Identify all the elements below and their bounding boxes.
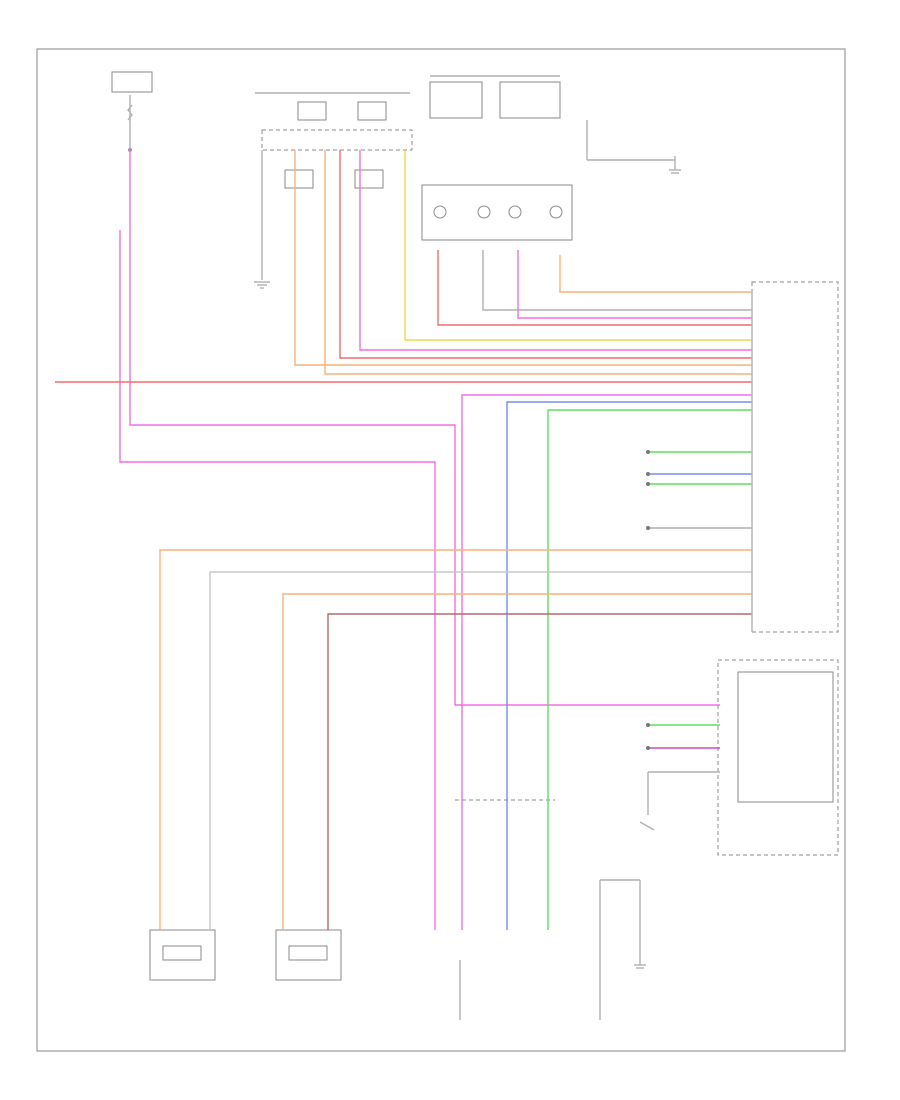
pin-dot-5 — [646, 723, 650, 727]
switch-contact-4 — [549, 205, 563, 219]
left-motor-inner — [162, 945, 202, 961]
wire-pink-source — [129, 150, 720, 706]
center-motor-box — [275, 929, 342, 981]
switch-contact-3 — [508, 205, 522, 219]
connector-block-1 — [297, 101, 327, 121]
center-motor-inner — [288, 945, 328, 961]
connector-block-2 — [357, 101, 387, 121]
wire-orange-motor-center — [282, 593, 752, 930]
switch-contact-2 — [477, 205, 491, 219]
pin-dot-2 — [646, 472, 650, 476]
main-module-box — [751, 281, 839, 633]
wire-pink-secondary — [119, 230, 436, 930]
power-source-group — [111, 71, 153, 152]
wire-orange-1 — [294, 150, 752, 366]
switch-arm — [639, 821, 655, 831]
pin-dot-3 — [646, 482, 650, 486]
pin-dot-6 — [646, 746, 650, 750]
wire-pink-4 — [461, 394, 752, 930]
wire-green-1 — [547, 409, 752, 930]
wire-grey-motor-left — [209, 571, 752, 930]
top-header-connectors — [254, 92, 413, 289]
wire-grey-1 — [482, 250, 752, 311]
seat-module-box — [717, 659, 839, 856]
pin-dot-1 — [646, 450, 650, 454]
wire-yellow-1 — [404, 150, 752, 341]
left-motor-box — [149, 929, 216, 981]
pin-dot-4 — [646, 526, 650, 530]
wire-red-3 — [339, 150, 752, 359]
seat-module-inner — [737, 671, 834, 803]
switch-block-b — [499, 81, 561, 119]
switch-contact-1 — [433, 205, 447, 219]
switch-block-a — [429, 81, 483, 119]
wire-orange-2 — [559, 255, 752, 293]
diagram-frame — [36, 48, 846, 1052]
connector-block-4 — [354, 169, 384, 189]
connector-dashed-1 — [261, 129, 413, 151]
wire-pink-2 — [517, 250, 752, 319]
fuse-symbol — [127, 104, 133, 121]
pin-dots — [646, 450, 650, 750]
connector-block-3 — [284, 169, 314, 189]
wire-brown-motor-center — [327, 613, 752, 930]
wire-red-2 — [437, 250, 752, 326]
seat-switch-box — [421, 184, 573, 241]
top-right-switch-module — [421, 75, 681, 241]
wire-pink-3 — [359, 150, 752, 351]
fuse-box-label — [111, 71, 153, 93]
wire-orange-motor-left — [159, 549, 752, 930]
wire-blue-1 — [506, 401, 752, 930]
wire-orange-3 — [324, 150, 752, 375]
